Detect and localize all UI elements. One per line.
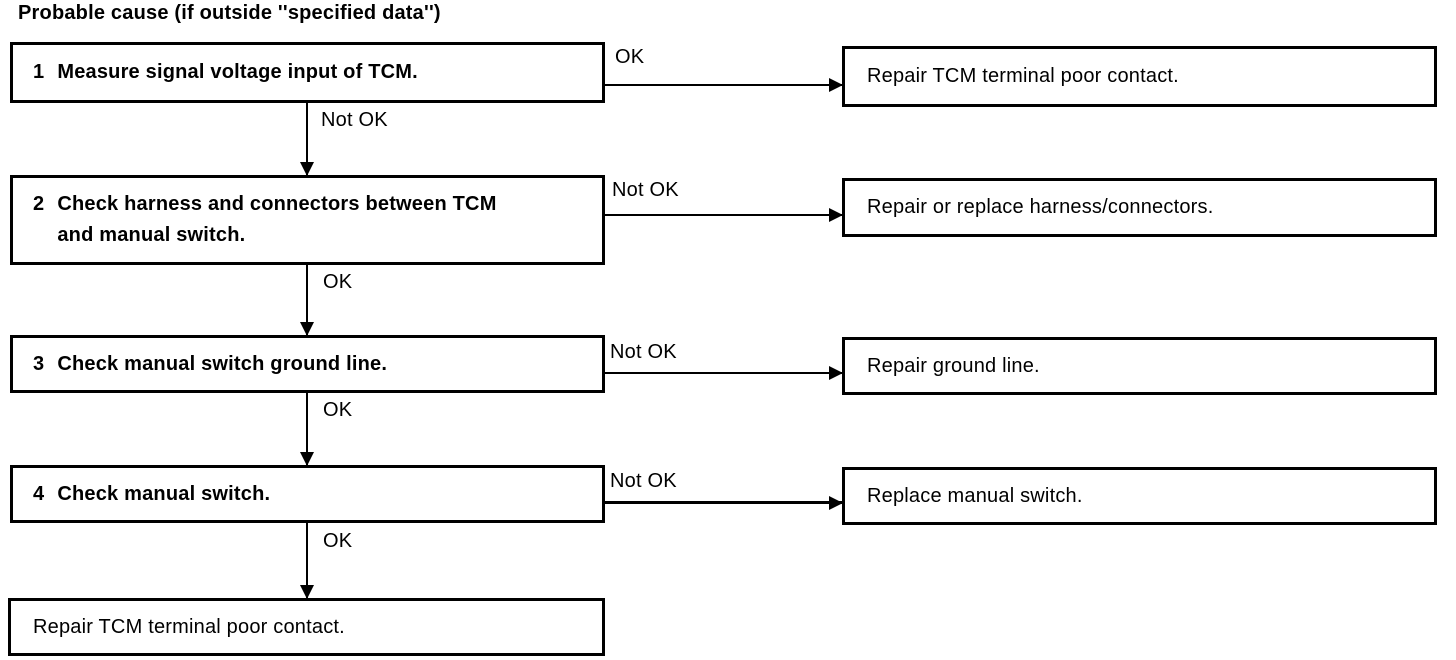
action-box-3: Repair ground line.	[842, 337, 1437, 395]
down-label-1: Not OK	[321, 109, 388, 131]
branch-arrow-3	[605, 366, 843, 380]
down-arrow-3	[300, 393, 314, 466]
arrowhead-down-icon	[300, 452, 314, 466]
step-box-2: 2 Check harness and connectors between T…	[10, 175, 605, 265]
down-arrow-4	[300, 523, 314, 599]
down-label-2: OK	[323, 271, 353, 293]
action-box-2: Repair or replace harness/connectors.	[842, 178, 1437, 237]
branch-label-2: Not OK	[612, 179, 679, 201]
down-label-4: OK	[323, 530, 353, 552]
arrowhead-down-icon	[300, 162, 314, 176]
branch-label-3: Not OK	[610, 341, 677, 363]
arrowhead-down-icon	[300, 585, 314, 599]
arrowhead-right-icon	[829, 78, 843, 92]
branch-label-1: OK	[615, 46, 645, 68]
arrowhead-right-icon	[829, 208, 843, 222]
step-text-3: Check manual switch ground line.	[57, 352, 388, 375]
step-number-3: 3	[33, 352, 45, 375]
final-text: Repair TCM terminal poor contact.	[33, 615, 345, 638]
step-box-1: 1 Measure signal voltage input of TCM.	[10, 42, 605, 103]
step-number-2: 2	[33, 193, 45, 215]
step-number-1: 1	[33, 61, 45, 83]
branch-arrow-2	[605, 208, 843, 222]
arrowhead-down-icon	[300, 322, 314, 336]
step-box-4: 4 Check manual switch.	[10, 465, 605, 523]
action-box-4: Replace manual switch.	[842, 467, 1437, 525]
down-arrow-1	[300, 103, 314, 176]
action-box-1: Repair TCM terminal poor contact.	[842, 46, 1437, 107]
action-text-1: Repair TCM terminal poor contact.	[867, 65, 1179, 87]
step-box-3: 3 Check manual switch ground line.	[10, 335, 605, 393]
step-text-2: Check harness and connectors between TCM	[57, 193, 497, 215]
action-text-4: Replace manual switch.	[867, 484, 1083, 507]
step-text-2-line2: and manual switch.	[57, 224, 246, 246]
arrowhead-right-icon	[829, 495, 843, 510]
down-arrow-2	[300, 265, 314, 336]
branch-arrow-4	[605, 495, 843, 510]
branch-label-4: Not OK	[610, 470, 677, 492]
step-text-1: Measure signal voltage input of TCM.	[57, 61, 418, 83]
step-number-4: 4	[33, 482, 45, 505]
action-text-2: Repair or replace harness/connectors.	[867, 196, 1214, 218]
down-label-3: OK	[323, 399, 353, 421]
branch-arrow-1	[605, 78, 843, 92]
action-text-3: Repair ground line.	[867, 354, 1040, 377]
final-box: Repair TCM terminal poor contact.	[8, 598, 605, 656]
step-text-4: Check manual switch.	[57, 482, 271, 505]
page-title: Probable cause (if outside ''specified d…	[18, 2, 441, 24]
arrowhead-right-icon	[829, 366, 843, 380]
